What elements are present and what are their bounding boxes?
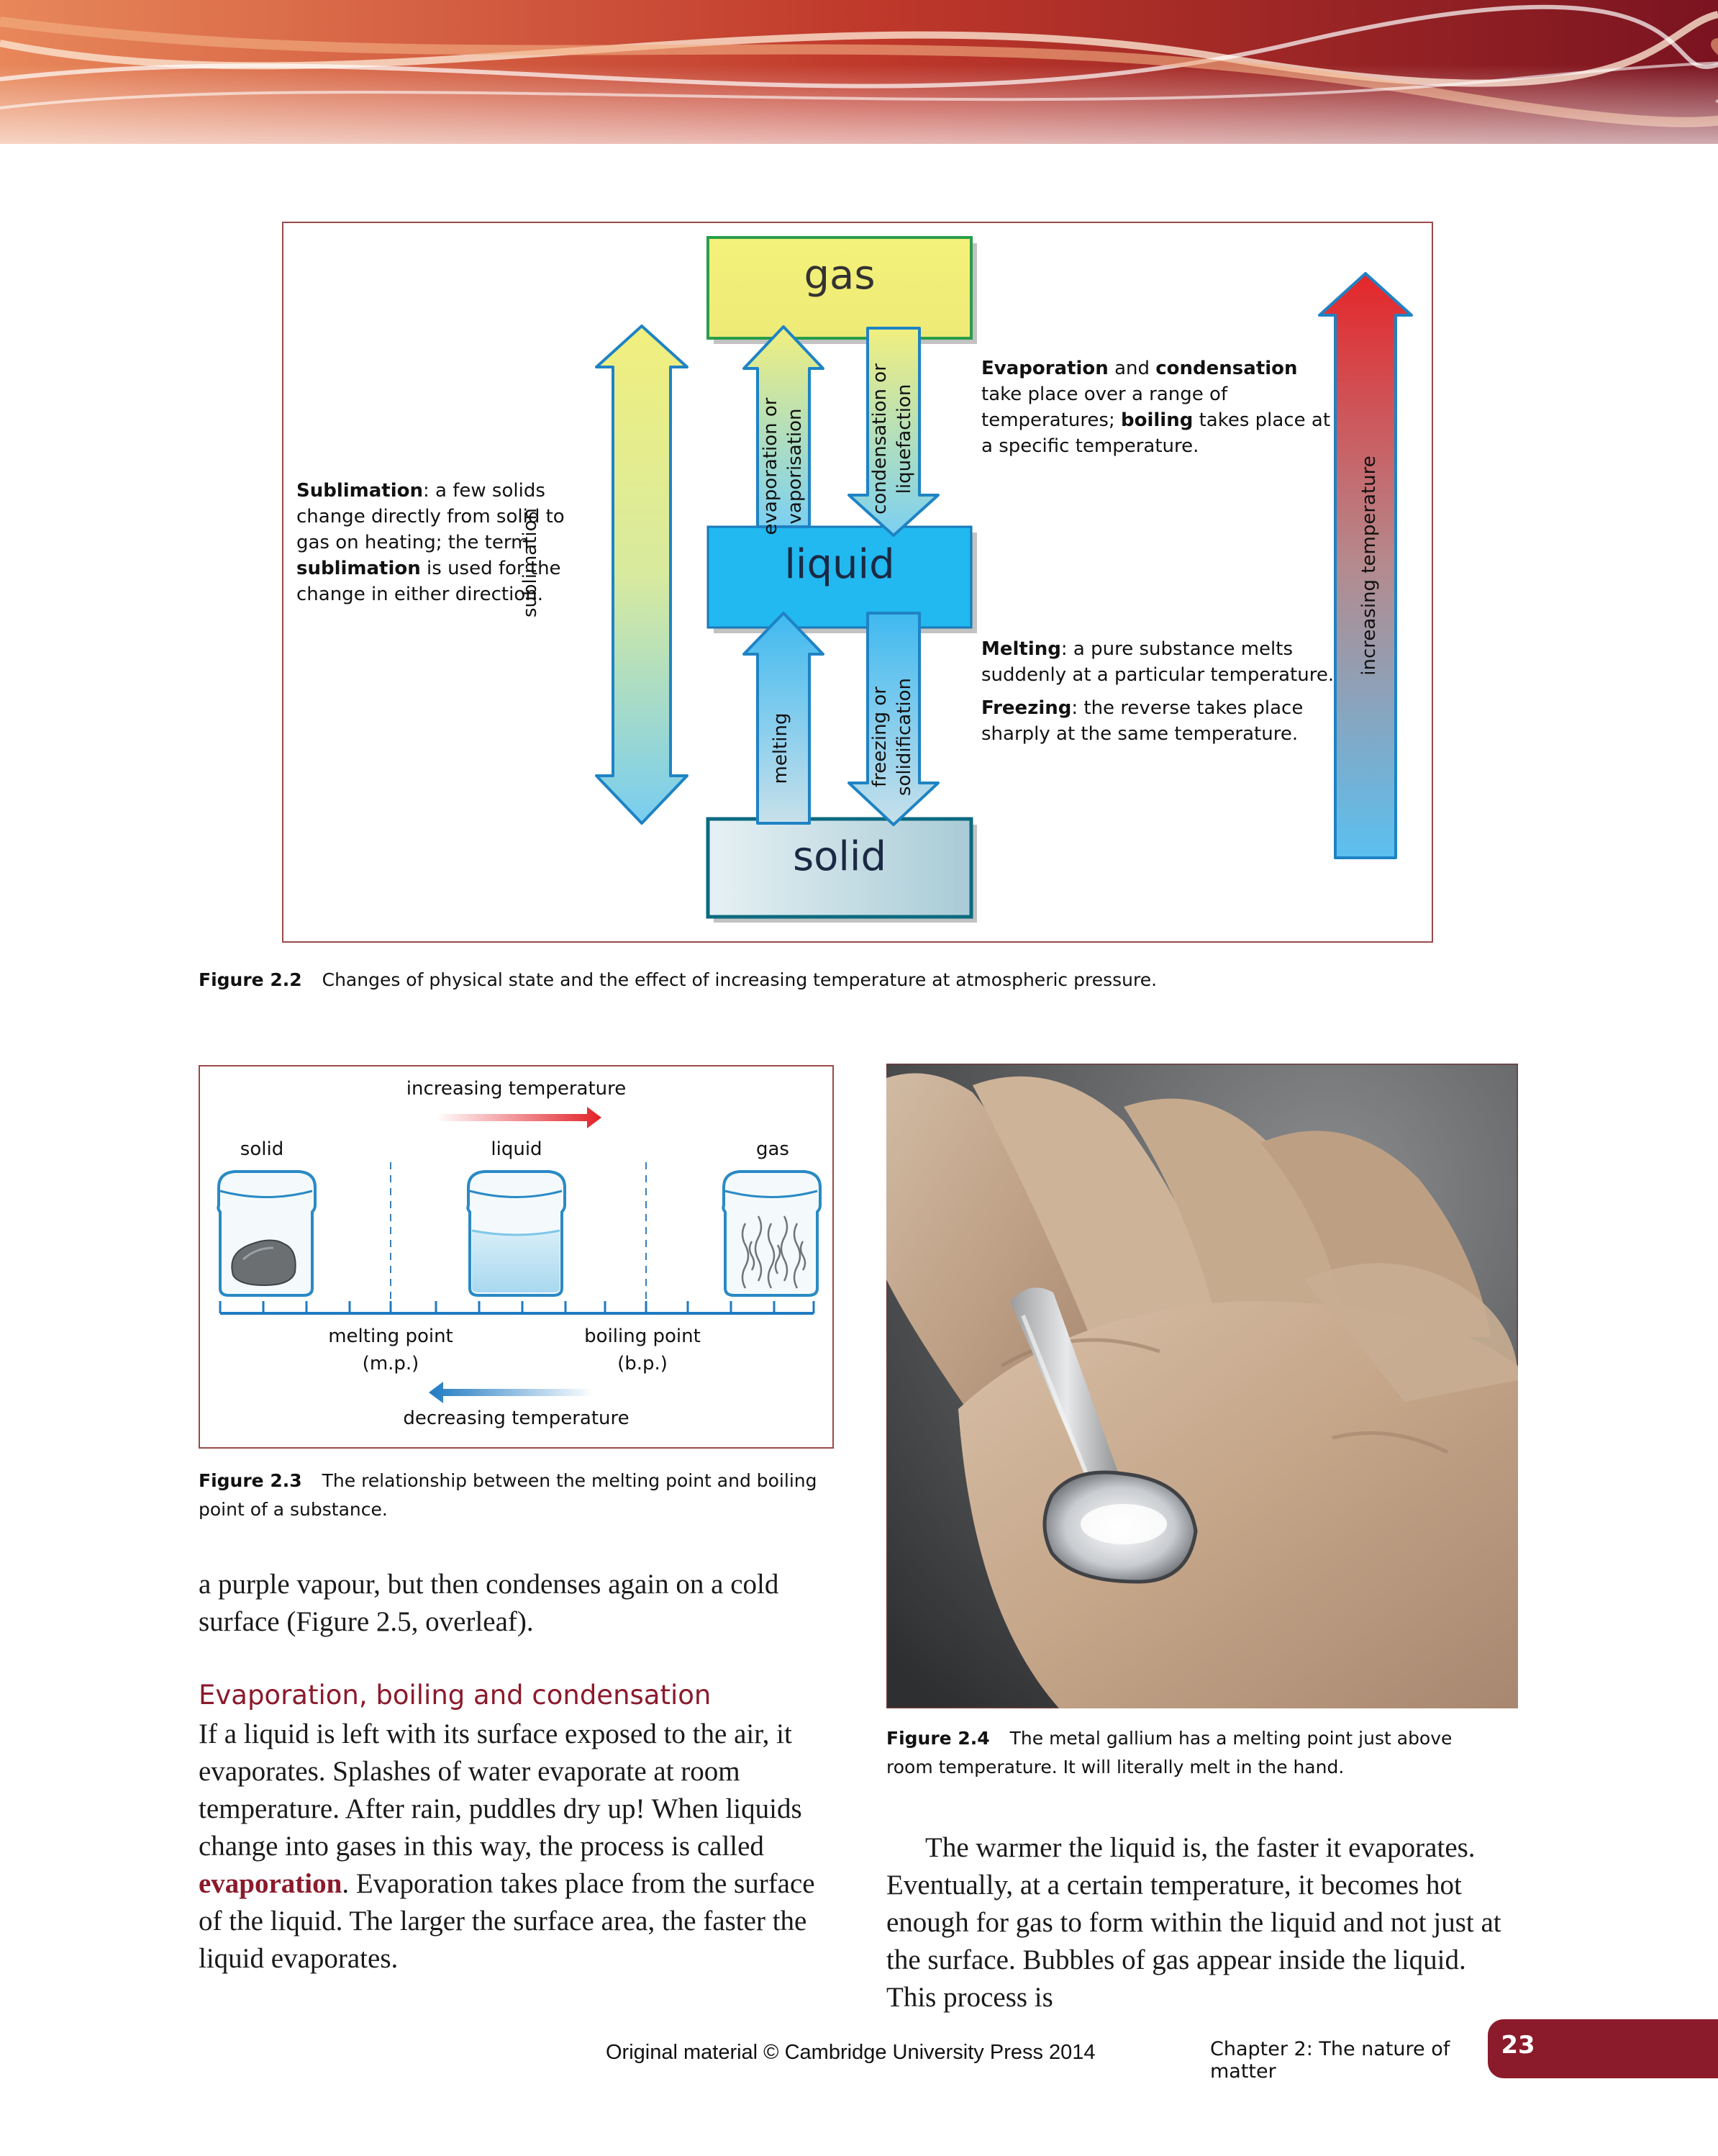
figure-2-2-diagram [595,236,1413,923]
footer-copyright: Original material © Cambridge University… [606,2041,1096,2064]
increasing-temperature-label: increasing temperature [1358,456,1380,676]
freezing-label: freezing or solidification [868,629,919,845]
fig23-increasing-arrow [436,1107,601,1128]
right-para: The warmer the liquid is, the faster it … [886,1832,1501,2013]
fig23-liquid-label: liquid [491,1138,542,1160]
gas-box [706,236,973,340]
figure-2-2-caption-text: Changes of physical state and the effect… [322,969,1158,990]
figure-2-2-frame [282,222,1433,943]
figure-2-3-caption-text: The relationship between the melting poi… [199,1470,817,1520]
note-evaporation: Evaporation and condensation take place … [981,358,1331,457]
freezing-label-line2: solidification [894,677,915,797]
state-label-gas: gas [804,252,876,299]
freezing-arrow [847,612,940,826]
fig23-boiling-point-label: boiling point (b.p.) [584,1326,701,1374]
condensation-arrow [847,327,940,537]
sublimation-arrow [595,325,688,825]
note-melting: Melting: a pure substance melts suddenly… [981,638,1335,686]
header-banner [0,0,1718,187]
fig23-decreasing-arrow [429,1382,594,1403]
left-para-continued: a purple vapour, but then condenses agai… [199,1569,779,1637]
melting-label: melting [770,712,791,784]
beaker-solid [217,1170,317,1297]
evaporation-label-line1: evaporation or [760,397,781,535]
condensation-label: condensation or liquefaction [868,331,919,547]
figure-2-2-caption: Figure 2.2 Changes of physical state and … [199,966,1565,995]
note-sublimation: Sublimation: a few solids change directl… [296,480,565,605]
state-label-solid: solid [792,833,887,880]
increasing-temperature-arrow [1318,272,1413,859]
beaker-liquid [466,1170,566,1297]
fig23-increasing-label: increasing temperature [406,1078,627,1100]
melting-arrow [742,612,824,825]
evaporation-label: evaporation or vaporisation [758,358,810,574]
fig23-decreasing-label: decreasing temperature [403,1408,630,1429]
condensation-label-line1: condensation or [869,363,891,515]
figure-2-4-photo [886,1064,1518,1708]
figure-2-2-caption-label: Figure 2.2 [199,969,302,990]
figure-2-4-caption-label: Figure 2.4 [886,1728,990,1749]
figure-2-3-caption-label: Figure 2.3 [199,1470,302,1491]
note-freezing: Freezing: the reverse takes place sharpl… [981,697,1304,745]
freezing-label-line1: freezing or [869,687,891,787]
figure-2-3-frame [199,1065,834,1449]
condensation-label-line2: liquefaction [894,384,915,494]
page-number: 23 [1501,2031,1535,2060]
left-para-evaporation: If a liquid is left with its surface exp… [199,1718,815,1974]
fig23-gas-label: gas [756,1138,789,1160]
fig23-solid-label: solid [240,1138,284,1160]
evaporation-arrow [742,325,824,528]
keyword-evaporation: evaporation [199,1868,342,1899]
beaker-gas [722,1170,822,1297]
solid-box [706,817,973,919]
page-number-tab [1488,2019,1718,2078]
figure-2-3-diagram [217,1107,822,1403]
footer-chapter: Chapter 2: The nature of matter [1210,2038,1450,2083]
state-label-liquid: liquid [784,541,895,588]
fig23-melting-point-label: melting point (m.p.) [328,1326,453,1374]
section-heading: Evaporation, boiling and condensation [199,1680,712,1711]
figure-2-4-caption-text: The metal gallium has a melting point ju… [886,1728,1453,1777]
evaporation-label-line2: vaporisation [784,408,806,525]
liquid-box [706,525,973,629]
